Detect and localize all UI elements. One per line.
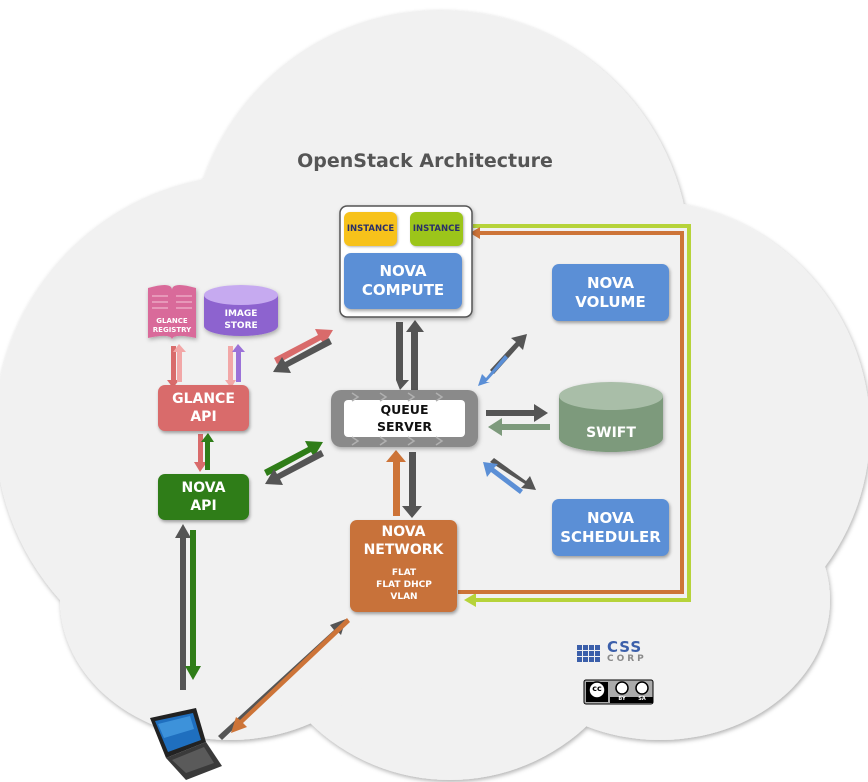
arrow-compute-queue <box>396 320 424 390</box>
image-store-label-1: IMAGE <box>224 309 258 319</box>
nova-volume-label-1: NOVA <box>586 273 635 292</box>
queue-server-label: QUEUE SERVER <box>344 401 465 435</box>
nova-compute-box: NOVA COMPUTE <box>344 253 462 309</box>
css-corp-logo-grid <box>577 645 600 662</box>
lime-arrowhead <box>464 593 476 607</box>
corp-logo-text: CORP <box>607 654 647 664</box>
arrow-laptop-network <box>218 618 350 740</box>
nova-volume-box: NOVA VOLUME <box>552 264 669 321</box>
cc-text: cc <box>592 684 602 693</box>
nova-compute-label-2: COMPUTE <box>361 281 445 299</box>
nova-scheduler-box: NOVA SCHEDULER <box>552 499 669 556</box>
instance-box-2: INSTANCE <box>410 212 463 246</box>
by-text: BY <box>618 696 626 702</box>
arrow-glance-registry <box>167 344 186 388</box>
nova-network-box: NOVA NETWORK <box>350 520 457 612</box>
cc-license-badge <box>583 679 654 705</box>
orange-loop-line <box>458 231 684 594</box>
css-logo-text: CSS <box>607 638 643 656</box>
arrow-novaapi-queue <box>264 441 324 485</box>
arrow-glance-queue <box>273 329 333 373</box>
glance-registry-book <box>148 284 196 340</box>
feedback-lines <box>458 224 691 607</box>
nova-api-label-2: API <box>190 498 217 514</box>
arrow-queue-network <box>386 450 422 518</box>
nova-compute-label-1: NOVA <box>379 262 427 280</box>
nova-api-box: NOVA API <box>158 474 249 520</box>
nova-network-label-1: NOVA <box>381 524 426 540</box>
diagram-title: OpenStack Architecture <box>297 150 553 172</box>
glance-registry-label-1: GLANCE <box>156 317 188 325</box>
image-store-label-2: STORE <box>224 321 258 331</box>
arrow-queue-swift <box>486 404 550 436</box>
arrow-glance-novaapi <box>194 433 214 472</box>
arrow-queue-volume <box>478 334 527 386</box>
glance-api-label-1: GLANCE <box>172 391 235 407</box>
nova-scheduler-label-1: NOVA <box>586 508 635 527</box>
arrow-laptop-novaapi <box>175 524 201 690</box>
nova-api-label-1: NOVA <box>181 480 226 496</box>
network-mode-vlan: VLAN <box>390 592 418 602</box>
swift-label: SWIFT <box>586 425 636 441</box>
instance-box-1: INSTANCE <box>344 212 397 246</box>
css-corp-logo: CSS CORP <box>607 638 671 665</box>
queue-server-label-1: QUEUE <box>380 402 429 417</box>
laptop-icon <box>150 708 222 780</box>
nova-network-label-2: NETWORK <box>363 542 444 558</box>
network-mode-flat-dhcp: FLAT DHCP <box>376 580 432 590</box>
glance-api-label-2: API <box>190 409 217 425</box>
arrow-queue-scheduler <box>483 458 536 494</box>
queue-server-label-2: SERVER <box>376 419 432 434</box>
swift-cylinder <box>559 382 663 452</box>
orange-arrowhead <box>470 227 480 239</box>
network-modes-list: FLAT FLAT DHCP VLAN <box>357 567 451 603</box>
glance-registry-label: GLANCE REGISTRY <box>146 317 198 335</box>
sa-text: SA <box>638 696 646 702</box>
lime-loop-line <box>468 224 691 602</box>
arrow-glance-store <box>225 344 245 388</box>
nova-scheduler-label-2: SCHEDULER <box>560 527 661 546</box>
nova-volume-label-2: VOLUME <box>575 292 646 311</box>
glance-registry-label-2: REGISTRY <box>152 326 192 334</box>
image-store-cylinder <box>204 285 278 336</box>
image-store-label: IMAGE STORE <box>204 308 278 332</box>
network-mode-flat: FLAT <box>391 568 417 578</box>
queue-server-shape <box>331 390 478 447</box>
glance-api-box: GLANCE API <box>158 385 249 431</box>
